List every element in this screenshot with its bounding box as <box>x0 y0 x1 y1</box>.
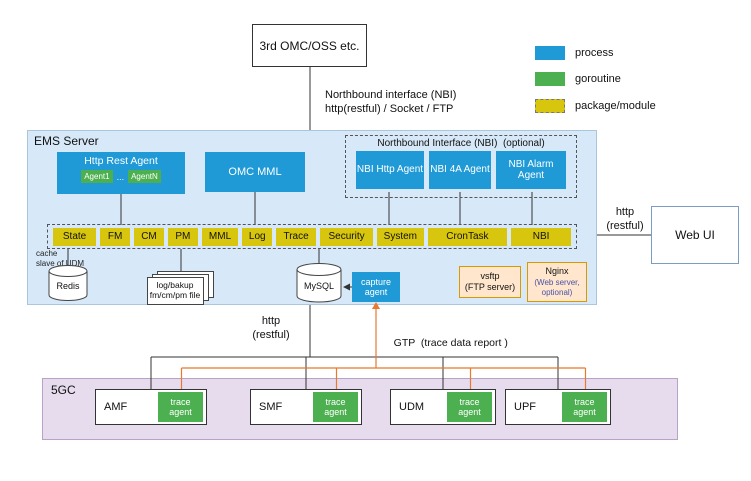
redis-cylinder-icon: Redis <box>48 265 88 301</box>
nf-udm: UDM trace agent <box>390 389 496 425</box>
nf-amf: AMF trace agent <box>95 389 207 425</box>
nf-upf: UPF trace agent <box>505 389 611 425</box>
omc-oss-box: 3rd OMC/OSS etc. <box>252 24 367 67</box>
web-ui-link-line1: http <box>615 206 635 218</box>
nbi-http-agent: NBI Http Agent <box>356 151 424 189</box>
nginx-line3: optional) <box>541 287 573 297</box>
ems-server-title: EMS Server <box>34 134 99 148</box>
legend-package-label: package/module <box>575 99 656 112</box>
vsftp-line2: (FTP server) <box>464 282 516 292</box>
capture-agent-label: capture agent <box>360 276 392 297</box>
nbi-link-label-line2: http(restful) / Socket / FTP <box>325 103 454 116</box>
agent1-chip: Agent1 <box>81 170 113 183</box>
module-state: State <box>53 227 97 246</box>
south-link-label: http (restful) <box>240 314 302 343</box>
nf-udm-label: UDM <box>399 401 425 413</box>
omc-mml-box: OMC MML <box>205 152 305 192</box>
nf-smf: SMF trace agent <box>250 389 362 425</box>
redis-note-line2: slave of UDM <box>36 258 85 268</box>
south-link-line1: http <box>261 315 281 327</box>
agent-ellipsis: ... <box>116 171 125 182</box>
module-pm: PM <box>167 227 198 246</box>
agentn-chip: AgentN <box>128 170 161 183</box>
web-ui-link-label: http (restful) <box>602 205 648 234</box>
legend-process-label: process <box>575 47 614 59</box>
south-link-line2: (restful) <box>252 329 290 342</box>
module-cm: CM <box>134 227 164 246</box>
agent-chips: Agent1 ... AgentN <box>57 170 185 183</box>
legend: process goroutine package/module <box>535 46 656 125</box>
redis-note-line1: cache <box>36 249 58 258</box>
omc-oss-label: 3rd OMC/OSS etc. <box>259 38 360 53</box>
nbi-link-label: Northbound interface (NBI) http(restful)… <box>325 88 456 117</box>
module-fm: FM <box>100 227 131 246</box>
mysql-database: MySQL <box>296 262 342 304</box>
nginx-server: Nginx (Web server, optional) <box>527 262 587 302</box>
gtp-label: GTP (trace data report ) <box>382 325 508 361</box>
module-system: System <box>377 227 424 246</box>
upf-trace-agent: trace agent <box>562 392 607 422</box>
module-mml: MML <box>201 227 239 246</box>
omc-mml-label: OMC MML <box>228 166 282 178</box>
udm-trace-agent: trace agent <box>447 392 492 422</box>
module-crontask: CronTask <box>427 227 508 246</box>
redis-label: Redis <box>56 281 80 291</box>
nbi-link-label-line1: Northbound interface (NBI) <box>325 89 457 101</box>
module-log: Log <box>242 227 273 246</box>
fivegc-title: 5GC <box>51 383 76 397</box>
http-rest-agent: Http Rest Agent Agent1 ... AgentN <box>57 152 185 194</box>
nf-upf-label: UPF <box>514 401 536 413</box>
nbi-4a-agent: NBI 4A Agent <box>429 151 491 189</box>
amf-trace-agent: trace agent <box>158 392 203 422</box>
log-store-line1: log/bakup <box>157 280 194 290</box>
file-stack-icon: log/bakup fm/cm/pm file <box>147 271 214 305</box>
module-trace: Trace <box>276 227 316 246</box>
nbi-group: Northbound Interface (NBI) (optional) NB… <box>345 135 577 198</box>
module-nbi: NBI <box>511 227 571 246</box>
legend-row-goroutine: goroutine <box>535 72 656 87</box>
web-ui-link-line2: (restful) <box>606 220 644 233</box>
gtp-label-text: GTP (trace data report ) <box>393 337 508 349</box>
mysql-cylinder-icon: MySQL <box>296 263 342 303</box>
capture-agent: capture agent <box>352 272 400 302</box>
nf-amf-label: AMF <box>104 401 128 413</box>
legend-row-package: package/module <box>535 98 656 113</box>
legend-row-process: process <box>535 46 656 61</box>
log-file-store: log/bakup fm/cm/pm file <box>147 271 215 305</box>
process-swatch <box>535 46 565 61</box>
module-row: State FM CM PM MML Log Trace Security Sy… <box>47 224 577 249</box>
nginx-line2: (Web server, <box>534 277 580 287</box>
package-swatch <box>535 98 565 113</box>
vsftp-server: vsftp (FTP server) <box>459 266 521 298</box>
module-security: Security <box>320 227 374 246</box>
smf-trace-agent: trace agent <box>313 392 358 422</box>
nginx-line1: Nginx <box>545 266 569 277</box>
nbi-alarm-agent: NBI Alarm Agent <box>496 151 566 189</box>
vsftp-line1: vsftp <box>480 270 500 281</box>
redis-note: cache slave of UDM <box>36 249 84 268</box>
goroutine-swatch <box>535 72 565 87</box>
log-store-line2: fm/cm/pm file <box>150 290 201 300</box>
web-ui-box: Web UI <box>651 206 739 264</box>
mysql-label: MySQL <box>304 281 334 291</box>
legend-goroutine-label: goroutine <box>575 73 621 86</box>
nbi-group-title: Northbound Interface (NBI) (optional) <box>377 138 545 149</box>
http-rest-agent-label: Http Rest Agent <box>84 155 158 167</box>
nf-smf-label: SMF <box>259 401 283 413</box>
web-ui-label: Web UI <box>675 228 715 242</box>
redis-database: Redis <box>48 264 88 302</box>
nbi-agents: NBI Http Agent NBI 4A Agent NBI Alarm Ag… <box>346 151 576 189</box>
